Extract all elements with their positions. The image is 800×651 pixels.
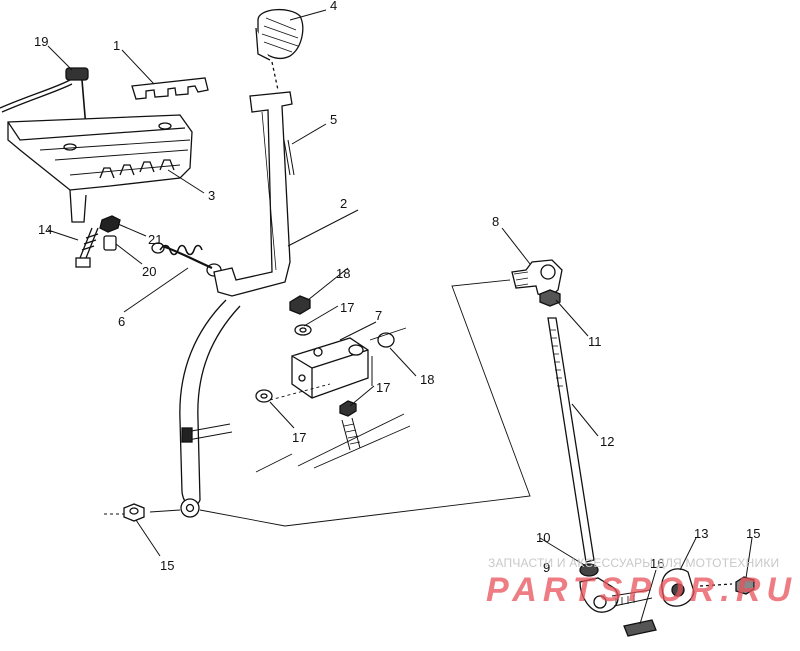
callout-11: 11 — [588, 334, 602, 349]
callout-18-right: 18 — [420, 372, 434, 387]
pivot-block — [255, 295, 411, 473]
shift-knob — [255, 9, 304, 61]
callout-16: 16 — [650, 556, 664, 571]
callout-14: 14 — [38, 222, 52, 237]
callout-12: 12 — [600, 434, 614, 449]
callout-10: 10 — [536, 530, 550, 545]
callout-18-top: 18 — [336, 266, 350, 281]
callout-7: 7 — [375, 308, 382, 323]
callout-15-right: 15 — [746, 526, 760, 541]
callout-6: 6 — [118, 314, 125, 329]
callout-17-right: 17 — [376, 380, 390, 395]
callout-3: 3 — [208, 188, 215, 203]
watermark-logo: PARTSPOR.RU — [486, 571, 792, 609]
shift-bracket — [0, 67, 222, 277]
callout-17-top: 17 — [340, 300, 354, 315]
callout-20: 20 — [142, 264, 156, 279]
callout-8: 8 — [492, 214, 499, 229]
callout-9: 9 — [543, 560, 550, 575]
shift-lever — [179, 9, 304, 518]
callouts: 1 2 3 4 5 6 7 8 9 10 11 12 13 14 15 15 1… — [34, 0, 760, 575]
callout-13: 13 — [694, 526, 708, 541]
shift-rod — [123, 259, 755, 637]
callout-21: 21 — [148, 232, 162, 247]
reference-lines — [104, 279, 531, 527]
watermark-logo-text: PARTSPOR.RU — [486, 571, 792, 609]
callout-15-left: 15 — [160, 558, 174, 573]
leader-lines — [47, 9, 753, 625]
callout-4: 4 — [330, 0, 337, 13]
watermark-tagline: ЗАПЧАСТИ И АКСЕССУАРЫ ДЛЯ МОТОТЕХНИКИ — [488, 556, 780, 570]
callout-1: 1 — [113, 38, 120, 53]
callout-2: 2 — [340, 196, 347, 211]
callout-5: 5 — [330, 112, 337, 127]
callout-19: 19 — [34, 34, 48, 49]
callout-17-bottom: 17 — [292, 430, 306, 445]
